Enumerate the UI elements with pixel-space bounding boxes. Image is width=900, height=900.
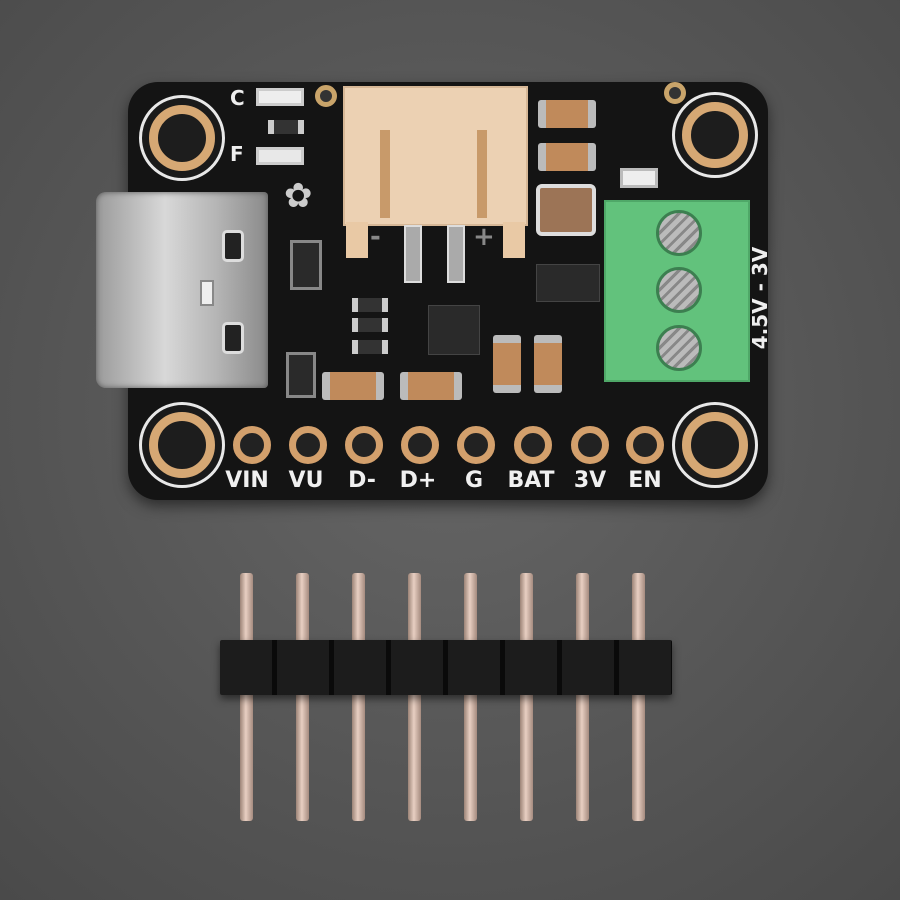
header-pin <box>520 573 533 821</box>
capacitor <box>322 372 384 400</box>
jst-battery-connector <box>343 86 528 226</box>
pin-pad <box>571 426 609 464</box>
diode <box>290 240 322 290</box>
usb-c-connector <box>96 192 268 388</box>
terminal-screw <box>656 267 702 313</box>
led-label-f: F <box>230 142 244 166</box>
jst-slot <box>477 130 487 218</box>
header-pin <box>632 573 645 821</box>
pin-pad <box>401 426 439 464</box>
jst-plus-label: + <box>473 222 495 252</box>
inductor <box>536 184 596 236</box>
via-pad <box>664 82 686 104</box>
charge-led <box>256 88 304 106</box>
terminal-screw <box>656 325 702 371</box>
jst-leg <box>346 222 368 258</box>
resistor <box>352 298 388 312</box>
pin-label-bat: BAT <box>507 468 555 493</box>
terminal-voltage-label: 4.5V - 3V <box>748 246 772 350</box>
pin-pad <box>514 426 552 464</box>
resistor <box>268 120 304 134</box>
pin-pad <box>457 426 495 464</box>
terminal-screw <box>656 210 702 256</box>
pin-label-dminus: D- <box>348 468 376 493</box>
jst-pin <box>404 225 422 283</box>
mounting-hole <box>139 402 225 488</box>
jst-slot <box>380 130 390 218</box>
adafruit-flower-logo: ✿ <box>284 176 313 216</box>
pin-label-vin: VIN <box>225 468 269 493</box>
fault-led <box>256 147 304 165</box>
header-pin <box>352 573 365 821</box>
via-pad <box>315 85 337 107</box>
capacitor <box>538 143 596 171</box>
charger-ic <box>428 305 480 355</box>
jst-minus-label: - <box>370 222 381 252</box>
usb-slot <box>222 230 244 262</box>
header-pin <box>464 573 477 821</box>
header-pin <box>240 573 253 821</box>
mounting-hole <box>139 95 225 181</box>
jst-leg <box>503 222 525 258</box>
pin-pad <box>233 426 271 464</box>
capacitor <box>493 335 521 393</box>
pin-label-3v: 3V <box>573 468 607 493</box>
pin-label-g: G <box>464 468 484 493</box>
pin-label-vu: VU <box>288 468 324 493</box>
pin-label-en: EN <box>628 468 662 493</box>
pin-pad <box>345 426 383 464</box>
header-pin <box>296 573 309 821</box>
capacitor <box>400 372 462 400</box>
capacitor <box>534 335 562 393</box>
regulator-ic <box>536 264 600 302</box>
resistor <box>352 340 388 354</box>
resistor <box>352 318 388 332</box>
mounting-hole <box>672 92 758 178</box>
diode <box>286 352 316 398</box>
header-pin <box>576 573 589 821</box>
pin-pad <box>289 426 327 464</box>
mounting-hole <box>672 402 758 488</box>
capacitor <box>538 100 596 128</box>
pin-label-dplus: D+ <box>399 468 437 493</box>
led-label-c: C <box>230 86 245 110</box>
usb-slot <box>222 322 244 354</box>
header-pin <box>408 573 421 821</box>
jst-pin <box>447 225 465 283</box>
usb-notch <box>200 280 214 306</box>
pin-header-strip <box>220 640 672 695</box>
pin-pad <box>626 426 664 464</box>
power-led <box>620 168 658 188</box>
